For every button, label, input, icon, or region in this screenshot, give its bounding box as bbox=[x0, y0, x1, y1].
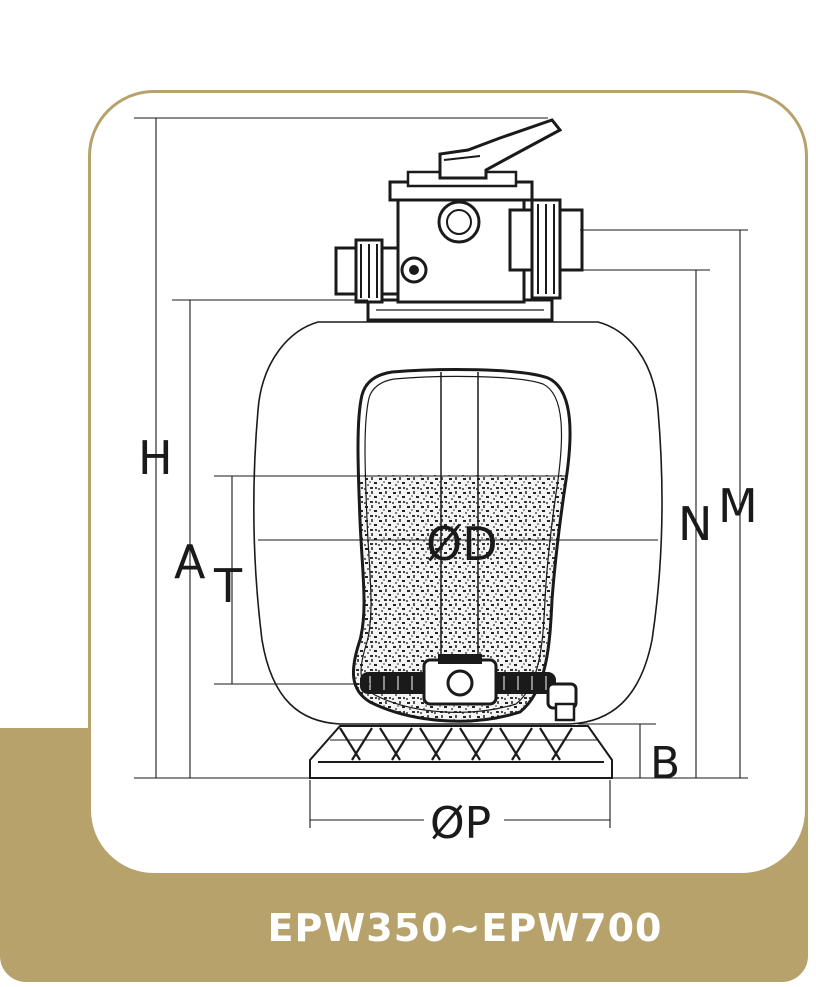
label-t: T bbox=[213, 559, 243, 613]
drain-plug bbox=[546, 682, 578, 722]
model-range-caption: EPW350~EPW700 bbox=[267, 906, 663, 950]
label-m: M bbox=[718, 479, 758, 533]
label-h: H bbox=[138, 431, 173, 485]
label-n: N bbox=[678, 497, 712, 551]
base-stand bbox=[309, 725, 613, 779]
laterals bbox=[360, 654, 556, 706]
label-b: B bbox=[650, 738, 680, 789]
label-a: A bbox=[174, 535, 206, 589]
label-d: ØD bbox=[426, 517, 498, 571]
label-p: ØP bbox=[430, 798, 491, 849]
multiport-valve bbox=[334, 118, 584, 322]
dimension-lines bbox=[134, 117, 748, 828]
